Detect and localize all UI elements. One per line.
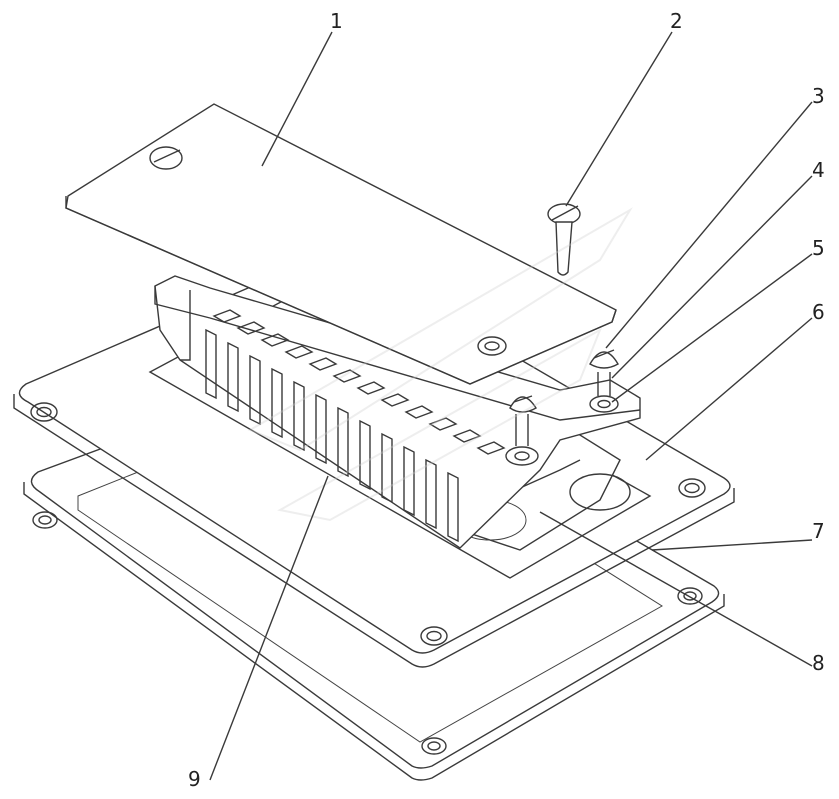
terminal-fin [249,354,261,426]
terminal-slot [308,357,338,371]
terminal-slot [260,333,290,347]
callout-8: 8 [812,651,825,675]
terminal-fin [447,471,459,543]
terminal-fin [315,393,327,465]
terminal-fin [271,367,283,439]
watermark-logo [247,207,633,522]
screw [547,203,581,276]
callout-1: 1 [330,9,343,33]
leader-lines [209,31,813,781]
terminal-fins [205,328,459,543]
terminal-slot [428,417,458,431]
cover-plate [65,103,617,385]
terminal-slot [236,321,266,335]
terminal-slots [212,309,506,455]
callout-6: 6 [812,300,825,324]
terminal-slot [404,405,434,419]
terminal-slot [212,309,242,323]
terminal-slot [380,393,410,407]
terminal-fin [403,445,415,517]
terminal-fin [425,458,437,530]
terminal-slot [284,345,314,359]
terminal-fin [227,341,239,413]
callout-2: 2 [670,9,683,33]
terminal-fin [337,406,349,478]
terminal-slot [332,369,362,383]
terminal-fin [293,380,305,452]
terminal-slot [452,429,482,443]
terminal-fin [205,328,217,400]
callout-labels: 1 2 3 4 5 6 7 8 9 [188,9,825,791]
callout-3: 3 [812,84,825,108]
callout-4: 4 [812,158,825,182]
terminal-fin [381,432,393,504]
terminal-slot [356,381,386,395]
terminal-block [154,275,641,549]
terminal-fin [359,419,371,491]
terminal-slot [476,441,506,455]
callout-9: 9 [188,767,201,791]
callout-5: 5 [812,236,825,260]
nut-stack [505,349,619,466]
callout-7: 7 [812,519,825,543]
